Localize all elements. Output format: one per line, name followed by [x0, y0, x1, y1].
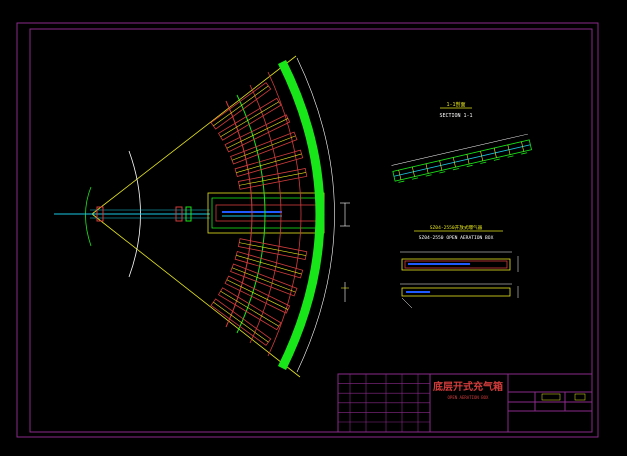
- section-support-1: [412, 177, 419, 180]
- sector-edge-top: [91, 55, 297, 215]
- section-title-en: SECTION 1-1: [439, 113, 472, 119]
- section-support-3: [439, 171, 446, 174]
- section-dim-line: [391, 133, 528, 166]
- sector-edge-bottom: [91, 213, 301, 378]
- lower-box-pipe-5: [213, 301, 269, 343]
- section-diffuser-6: [480, 151, 484, 161]
- lower-box-2: [230, 263, 298, 297]
- upper-box-pipe-2: [226, 118, 289, 149]
- section-support-5: [466, 164, 473, 168]
- outer-frame: [16, 22, 599, 438]
- tb-stamp-1: [541, 393, 561, 401]
- upper-box-4: [234, 149, 304, 177]
- section-diffusers: [398, 141, 528, 183]
- lower-box-pipe-0: [239, 242, 307, 256]
- section-title-cn: 1-1剖面: [446, 101, 465, 108]
- section-diffuser-4: [452, 157, 456, 168]
- section-support-6: [480, 161, 487, 164]
- lower-box-0: [238, 238, 308, 260]
- section-diffuser-0: [398, 169, 402, 180]
- flange-1: [96, 206, 104, 222]
- section-support-7: [493, 158, 500, 161]
- aeration-boxes-lower: [210, 238, 308, 346]
- upper-box-5: [238, 168, 308, 190]
- box-title-en: SZ04-2550 OPEN AERATION BOX: [419, 235, 494, 241]
- box-elev-outer: [401, 287, 511, 297]
- drawing-title-en: OPEN AERATION BOX: [448, 395, 490, 400]
- section-support-9: [521, 152, 528, 155]
- box-plan-inner: [404, 260, 508, 269]
- upper-box-1: [217, 97, 282, 141]
- plan-view: [54, 55, 350, 378]
- box-title-cn: SZ04-2550开放式曝气器: [430, 224, 483, 231]
- upper-box-pipe-5: [239, 172, 307, 186]
- aeration-boxes-upper: [210, 82, 308, 190]
- section-diffuser-7: [493, 147, 497, 158]
- lower-box-pipe-2: [231, 267, 296, 293]
- section-diffuser-3: [439, 160, 443, 171]
- lower-box-pipe-4: [220, 290, 280, 327]
- arc-header-mid: [236, 94, 266, 334]
- section-diffuser-5: [466, 154, 470, 165]
- arc-header-inner: [225, 100, 253, 328]
- inner-frame: [29, 28, 593, 433]
- lower-box-4: [217, 287, 282, 331]
- upper-box-3: [230, 131, 298, 165]
- title-block: 底层开式充气箱 OPEN AERATION BOX: [337, 373, 593, 433]
- tb-stamp-2: [574, 393, 586, 401]
- section-support-2: [425, 174, 432, 177]
- title-block-left-grid: [338, 374, 430, 432]
- upper-box-pipe-4: [236, 153, 302, 173]
- aeration-box-view: SZ04-2550开放式曝气器 SZ04-2550 OPEN AERATION …: [400, 224, 519, 309]
- section-diffuser-2: [425, 163, 429, 174]
- section-support-0: [398, 180, 405, 183]
- lower-box-pipe-3: [226, 279, 289, 310]
- box-plan-outer: [401, 258, 511, 271]
- lower-box-3: [224, 275, 291, 314]
- upper-box-pipe-0: [213, 85, 269, 127]
- arc-boxes-outer: [267, 71, 302, 357]
- upper-box-pipe-3: [231, 135, 296, 161]
- section-pipe: [393, 144, 531, 177]
- tank-outer-wall: [277, 59, 325, 370]
- lower-box-1: [234, 251, 304, 279]
- section-diffuser-8: [507, 144, 511, 155]
- upper-box-pipe-1: [220, 101, 280, 138]
- flange-2: [175, 206, 183, 222]
- angle-arc-inner: [85, 186, 92, 247]
- arc-boxes-inner: [249, 84, 282, 344]
- tank-wall-edge: [296, 57, 335, 373]
- box-elev-leader: [401, 297, 413, 309]
- upper-box-0: [210, 82, 272, 130]
- lower-box-5: [210, 298, 272, 346]
- section-support-4: [452, 168, 459, 171]
- section-diffuser-9: [521, 141, 525, 152]
- drawing-title: 底层开式充气箱: [433, 380, 503, 393]
- section-1-1-view: 1-1剖面 SECTION 1-1: [391, 101, 532, 183]
- upper-box-2: [224, 114, 291, 153]
- flange-3: [185, 206, 192, 222]
- lower-box-pipe-1: [236, 255, 302, 275]
- section-support-8: [507, 155, 514, 158]
- section-diffuser-1: [412, 166, 415, 177]
